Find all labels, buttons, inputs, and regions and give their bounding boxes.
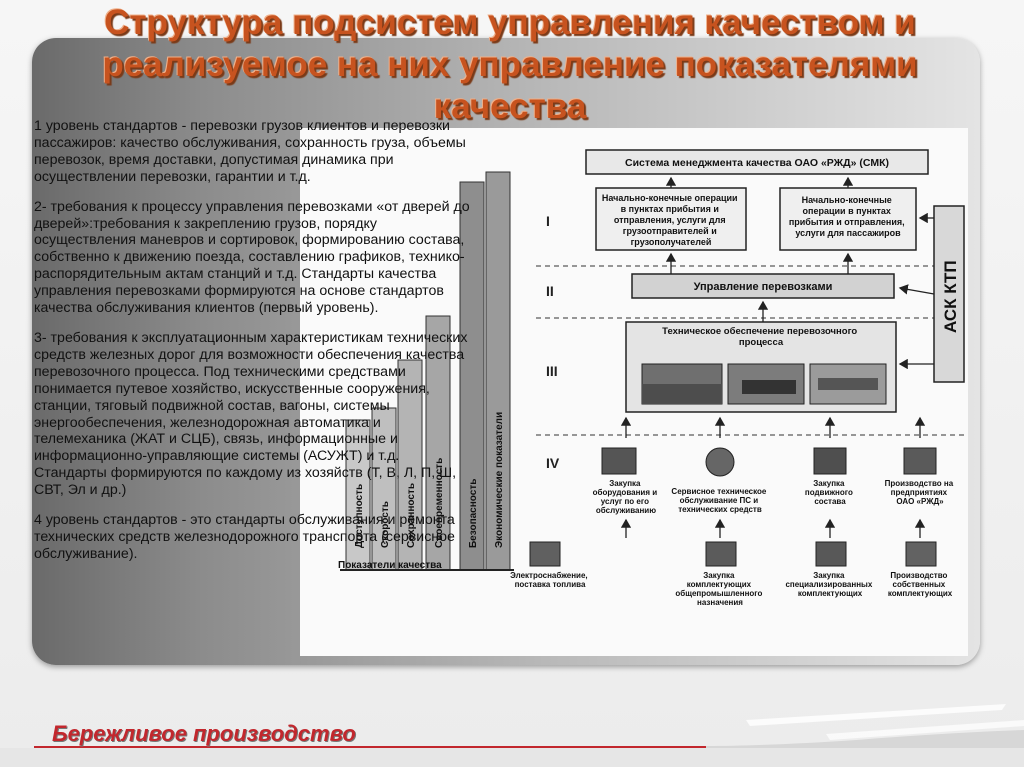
smk-box-label: Система менеджмента качества ОАО «РЖД» (… <box>625 157 889 169</box>
rolling-stock-icon <box>813 447 847 475</box>
svg-text:Производство собственных: Производство собственных комплектующих <box>888 571 953 598</box>
svg-text:Закупка специализированн: Закупка специализированных комплектующих <box>785 571 874 598</box>
quality-bars: Экономические показатели Безопасность Св… <box>338 171 514 571</box>
quality-bar-label-safekeeping: Сохранность <box>406 483 417 548</box>
supply-items: Электроснабжение, поставка топлива Закуп… <box>510 541 953 607</box>
quality-bar-label-speed: Скорость <box>380 501 391 548</box>
ops-freight-label: Начально-конечные операции в пунктах при… <box>602 193 740 247</box>
special-components-icon <box>815 541 847 567</box>
paragraph-level-2: 2- требования к процессу управления пере… <box>34 198 470 317</box>
standards-text: 1 уровень стандартов - перевозки грузов … <box>34 118 474 576</box>
quality-structure-diagram: Экономические показатели Безопасность Св… <box>300 128 968 656</box>
slide-title: Структура подсистем управления качеством… <box>102 3 918 126</box>
tech-support-label: Техническое обеспечение перевозочного пр… <box>662 326 860 348</box>
equipment-icon <box>601 447 637 475</box>
quality-bar-label-economic: Экономические показатели <box>494 412 505 548</box>
quality-bar-label-safety: Безопасность <box>468 479 479 548</box>
ops-passenger-box <box>779 187 917 251</box>
paragraph-level-1: 1 уровень стандартов - перевозки грузов … <box>34 118 466 185</box>
svg-text:Электроснабжение, постав: Электроснабжение, поставка топлива <box>510 571 590 589</box>
svg-text:Закупка оборудования и: Закупка оборудования и услуг по его обсл… <box>593 479 660 515</box>
svg-text:Закупка комплектующих: Закупка комплектующих общепромышленного … <box>675 571 764 607</box>
transport-management-box <box>631 273 895 299</box>
ops-freight-box <box>595 187 747 251</box>
quality-bar-label-timeliness: Своевременность <box>434 458 445 548</box>
energy-icon <box>529 541 561 567</box>
quality-bars-caption: Показатели качества <box>338 560 442 571</box>
quality-bar-label-availability: Доступность <box>354 484 365 548</box>
general-components-icon <box>705 541 737 567</box>
svg-text:Сервисное техническое об: Сервисное техническое обслуживание ПС и … <box>671 487 768 514</box>
train-decoration <box>706 704 1024 748</box>
own-components-icon <box>905 541 937 567</box>
tech-photos <box>641 363 887 405</box>
factory-icon <box>903 447 937 475</box>
level-label-4: IV <box>546 455 560 471</box>
transport-management-label: Управление перевозками <box>694 281 833 293</box>
footer-strip <box>0 748 1024 767</box>
level-label-1: I <box>546 213 550 229</box>
ask-ktp-label: АСК КТП <box>941 260 960 333</box>
footer-title: Бережливое производство <box>52 721 356 746</box>
paragraph-level-4: 4 уровень стандартов - это стандарты обс… <box>34 512 455 562</box>
paragraph-level-3: 3- требования к эксплуатационным характе… <box>34 329 468 499</box>
service-icon <box>705 447 735 477</box>
level-label-3: III <box>546 363 558 379</box>
svg-text:Производство на предприя: Производство на предприятиях ОАО «РЖД» <box>885 479 956 506</box>
ops-passenger-label: Начально-конечные операции в пунктах при… <box>789 195 907 238</box>
smk-box <box>585 149 929 175</box>
level-label-2: II <box>546 283 554 299</box>
svg-text:Закупка подвижного: Закупка подвижного состава <box>805 479 855 506</box>
flow-arrows <box>620 176 935 538</box>
level4-items: Закупка оборудования и услуг по его обсл… <box>593 447 956 515</box>
footer-red-line <box>34 746 714 748</box>
